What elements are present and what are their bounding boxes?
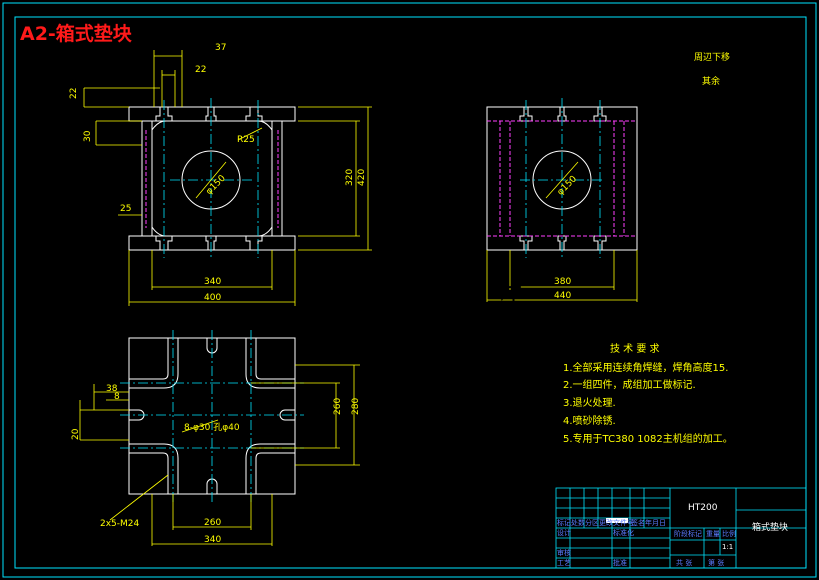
title-block-material: HT200: [688, 503, 718, 513]
plan-rib-bl2: [129, 443, 179, 494]
front-dimension-lines: [83, 50, 372, 306]
title-block-label-0: 标记: [557, 518, 571, 527]
tech-item-4: 4.喷砂除锈.: [563, 414, 616, 427]
plan-dim-left-1: 38: [106, 384, 118, 394]
front-centerlines: [163, 98, 259, 258]
plan-centerlines: [120, 330, 304, 502]
side-dim-bottom-2: 440: [554, 291, 571, 301]
top-right-note-1: 周辺下移: [694, 51, 730, 63]
title-block-label-14: 共 张: [676, 558, 692, 567]
plan-rib-tr: [255, 338, 295, 380]
title-block-label-7: 标准化: [613, 528, 634, 537]
title-block-label-15: 第 张: [708, 558, 724, 567]
side-hole-label: φ150: [556, 174, 580, 198]
front-radius-label: R25: [237, 135, 255, 145]
plan-dim-right-2: 280: [351, 398, 361, 415]
top-right-note-2: 其余: [702, 75, 720, 87]
title-block-label-5: 年月日: [645, 518, 666, 527]
plan-hole-label: 8-φ30 孔φ40: [184, 422, 240, 433]
plan-rib-tl2: [129, 338, 179, 389]
tech-item-2: 2.一组四件，成组加工做标记.: [563, 378, 696, 391]
plan-rib-br2: [245, 443, 295, 494]
plan-dim-bottom-2: 340: [204, 535, 221, 545]
plan-rib-tl: [129, 338, 169, 380]
front-dim-bottom-2: 400: [204, 293, 221, 303]
front-side-label: 25: [120, 204, 131, 214]
sheet-border-inner: [14, 16, 807, 569]
front-dim-right-2: 420: [357, 169, 367, 186]
title-block: [555, 487, 807, 569]
front-dim-bottom-1: 340: [204, 277, 221, 287]
drawing-title: A2-箱式垫块: [20, 22, 133, 45]
front-t-slot-bottom-center: [205, 235, 217, 250]
title-block-label-1: 处数: [571, 518, 585, 527]
title-block-label-4: 签名: [631, 518, 645, 527]
title-block-label-13: 比例: [722, 529, 736, 538]
title-block-fill-marker: [606, 518, 628, 523]
title-block-label-11: 阶段标记: [674, 529, 702, 538]
front-t-slot-top-right: [245, 107, 263, 122]
front-fillet-br: [257, 226, 273, 237]
plan-dim-left-3: 20: [71, 428, 81, 440]
tech-item-1: 1.全部采用连续角焊缝，焊角高度15.: [563, 361, 728, 374]
plan-rib-br: [255, 452, 295, 494]
side-dim-bottom-1: 380: [554, 277, 571, 287]
plan-dim-right-1: 260: [333, 398, 343, 415]
plan-rib-bl: [129, 452, 169, 494]
plan-rib-tr2: [245, 338, 295, 389]
front-fillet-tr: [257, 120, 273, 131]
title-block-label-2: 分区: [585, 518, 599, 527]
front-dim-right-1: 320: [345, 169, 355, 186]
title-block-label-10: 批准: [613, 558, 627, 567]
front-t-slot-bottom-right: [245, 235, 263, 250]
tech-item-3: 3.退火处理.: [563, 397, 616, 409]
plan-dim-bottom-1: 260: [204, 518, 221, 528]
title-block-label-6: 设计: [557, 528, 571, 537]
title-block-label-12: 重量: [706, 530, 720, 538]
front-dim-top-1: 37: [215, 43, 226, 53]
front-top-flange: [128, 106, 296, 122]
front-dim-left-1: 22: [69, 88, 79, 99]
plan-dimension-lines: [79, 364, 360, 546]
title-block-label-3: 更改文件号: [599, 518, 634, 527]
front-bottom-flange: [128, 235, 296, 251]
title-block-part-name: 箱式垫块: [752, 521, 788, 533]
plan-slot-right: [279, 409, 295, 421]
tech-item-5: 5.专用于TC380 1082主机组的加工。: [563, 432, 733, 445]
front-dim-top-2: 22: [195, 65, 206, 75]
front-hole-label: φ150: [204, 173, 228, 197]
plan-thread-label: 2x5-M24: [100, 519, 140, 529]
front-fillet-tl: [151, 120, 167, 131]
title-block-label-8: 审核: [557, 548, 571, 557]
front-fillet-bl: [151, 226, 167, 237]
front-dim-left-2: 30: [83, 130, 93, 142]
side-dimension-lines: [486, 161, 638, 302]
front-hidden-lines: [145, 130, 279, 228]
watermark-text: 图 文 设 计: [338, 276, 532, 305]
title-block-label-9: 工艺: [557, 559, 571, 567]
title-block-scale: 1:1: [722, 543, 733, 551]
plan-dim-left-2: 8: [114, 392, 120, 402]
tech-heading: 技 术 要 求: [610, 342, 660, 355]
